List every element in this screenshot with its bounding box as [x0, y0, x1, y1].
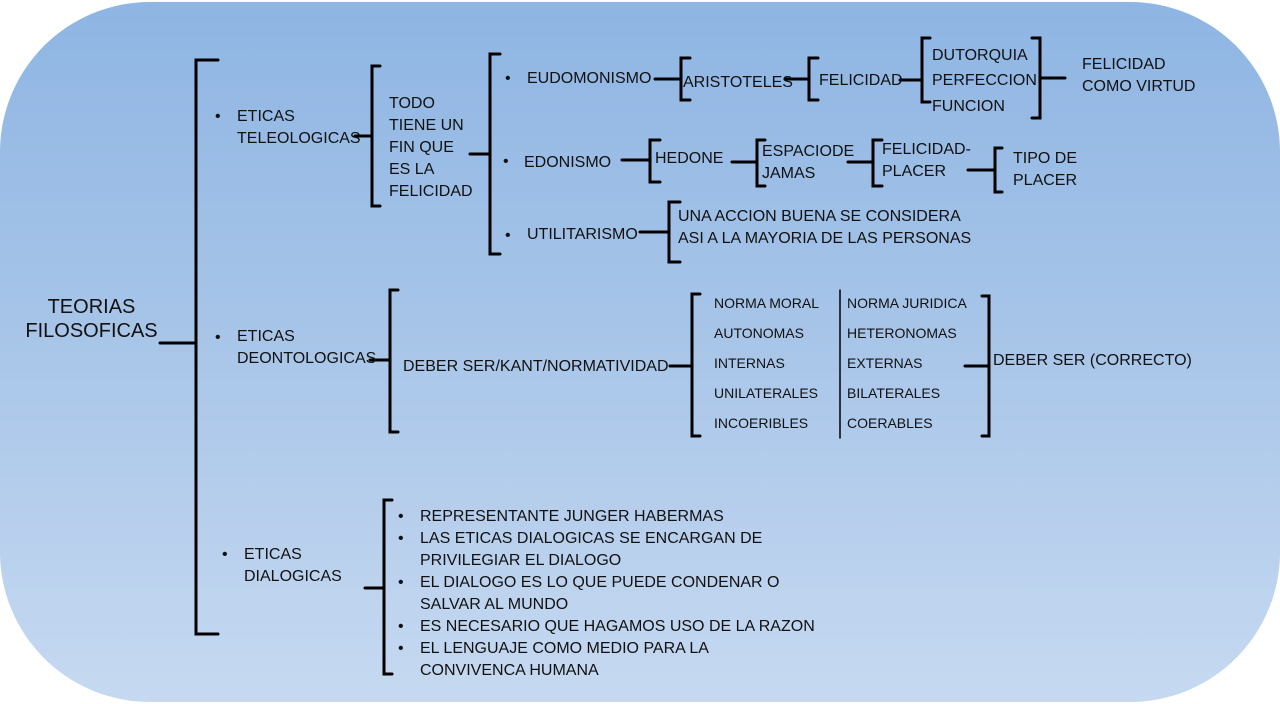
list-item: • EL LENGUAJE COMO MEDIO PARA LA CONVIVEN…: [398, 638, 815, 682]
moral-item: INTERNAS: [714, 355, 785, 371]
juridica-item: NORMA JURIDICA: [847, 295, 967, 311]
list-item: • REPRESENTANTE JUNGER HABERMAS: [398, 506, 815, 528]
espacio-node: ESPACIODE JAMAS: [762, 143, 855, 182]
edonismo-label: EDONISMO: [524, 154, 612, 171]
utilitarismo-label: UTILITARISMO: [527, 226, 638, 243]
eudomonismo-bullet: •: [505, 70, 511, 87]
moral-item: INCOERIBLES: [714, 415, 809, 431]
juridica-item: BILATERALES: [847, 385, 941, 401]
juridica-item: HETERONOMAS: [847, 325, 957, 341]
eudomonismo-item-3: FUNCION: [932, 98, 1005, 115]
teleologicas-bullet: •: [215, 108, 221, 125]
principle-bracket: [668, 292, 702, 438]
dialogicas-bullet: •: [222, 546, 228, 563]
root-title: TEORIAS FILOSOFICAS: [25, 296, 158, 342]
dialogicas-label: ETICAS DIALOGICAS: [244, 546, 342, 585]
deontologicas-bullet: •: [215, 329, 221, 346]
teleologicas-premise: TODO TIENE UN FIN QUE ES LA FELICIDAD: [389, 95, 473, 200]
teleologicas-bracket: [353, 64, 382, 208]
aristoteles-bracket: [783, 56, 820, 102]
list-bullet: •: [398, 618, 404, 635]
felicidad-placer-node: FELICIDAD- PLACER: [882, 141, 971, 180]
eudomonismo-bracket: [653, 56, 692, 102]
felicidad-bracket: [898, 36, 932, 104]
eudomonismo-item-2: PERFECCION: [932, 72, 1037, 89]
list-item-text: ES NECESARIO QUE HAGAMOS USO DE LA RAZON: [420, 618, 815, 635]
list-bullet: •: [398, 640, 404, 657]
deber-ser-correcto: DEBER SER (CORRECTO): [993, 352, 1192, 369]
aristoteles-node: ARISTOTELES: [683, 74, 793, 91]
list-item-text: EL LENGUAJE COMO MEDIO PARA LA CONVIVENC…: [420, 640, 709, 679]
list-item-text: LAS ETICAS DIALOGICAS SE ENCARGAN DE PRI…: [420, 530, 763, 569]
moral-item: AUTONOMAS: [714, 325, 804, 341]
moral-item: NORMA MORAL: [714, 295, 820, 311]
dialogicas-bracket: [363, 498, 394, 676]
felicidad-node: FELICIDAD: [819, 72, 903, 89]
list-item: • ES NECESARIO QUE HAGAMOS USO DE LA RAZO…: [398, 616, 815, 638]
utilitarismo-bullet: •: [505, 227, 511, 244]
felicidad-virtud: FELICIDAD COMO VIRTUD: [1082, 56, 1196, 95]
utilitarismo-bracket: [638, 200, 682, 264]
norm-result-bracket: [963, 294, 991, 438]
eudomonismo-item-1: DUTORQUIA: [932, 47, 1028, 64]
edonismo-bullet: •: [503, 153, 509, 170]
teleologicas-label: ETICAS TELEOLOGICAS: [237, 108, 361, 147]
list-item: • EL DIALOGO ES LO QUE PUEDE CONDENAR O S…: [398, 572, 815, 616]
utilitarismo-desc: UNA ACCION BUENA SE CONSIDERA ASI A LA M…: [678, 208, 972, 247]
list-item-text: EL DIALOGO ES LO QUE PUEDE CONDENAR O SA…: [420, 574, 780, 613]
premise-bracket: [468, 52, 502, 256]
juridica-item: COERABLES: [847, 415, 933, 431]
juridica-item: EXTERNAS: [847, 355, 923, 371]
list-bullet: •: [398, 574, 404, 591]
moral-item: UNILATERALES: [714, 385, 818, 401]
tipo-placer-node: TIPO DE PLACER: [1013, 150, 1078, 189]
list-item: • LAS ETICAS DIALOGICAS SE ENCARGAN DE PR…: [398, 528, 815, 572]
placer-bracket: [966, 146, 1004, 194]
hedone-bracket: [730, 138, 767, 188]
virtud-bracket: [1030, 36, 1067, 120]
espacio-bracket: [846, 138, 884, 188]
deontologicas-bracket: [368, 288, 400, 434]
list-bullet: •: [398, 508, 404, 525]
list-item-text: REPRESENTANTE JUNGER HABERMAS: [420, 508, 724, 525]
eudomonismo-label: EUDOMONISMO: [527, 70, 652, 87]
hedone-node: HEDONE: [655, 150, 724, 167]
dialogicas-list: • REPRESENTANTE JUNGER HABERMAS • LAS ETIC…: [398, 506, 815, 682]
deontologicas-label: ETICAS DEONTOLOGICAS: [237, 328, 377, 367]
list-bullet: •: [398, 530, 404, 547]
root-bracket: [158, 58, 220, 636]
edonismo-bracket: [620, 138, 662, 184]
deontologicas-principle: DEBER SER/KANT/NORMATIVIDAD: [403, 358, 669, 375]
